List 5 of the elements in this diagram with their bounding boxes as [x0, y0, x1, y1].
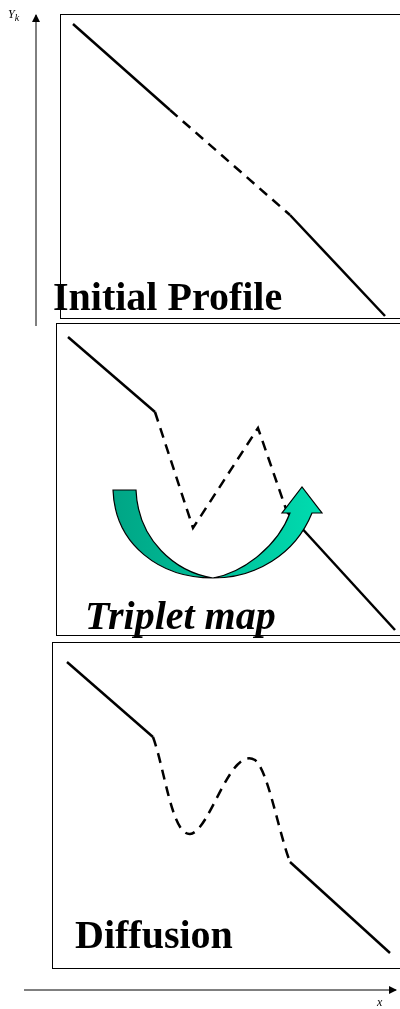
axis-label: x: [377, 996, 383, 1008]
panel-title: Triplet map: [85, 596, 276, 636]
axis-label: Y$_{k}$: [8, 8, 20, 24]
panel-title: Diffusion: [75, 915, 233, 955]
plot-panel: [52, 642, 400, 969]
